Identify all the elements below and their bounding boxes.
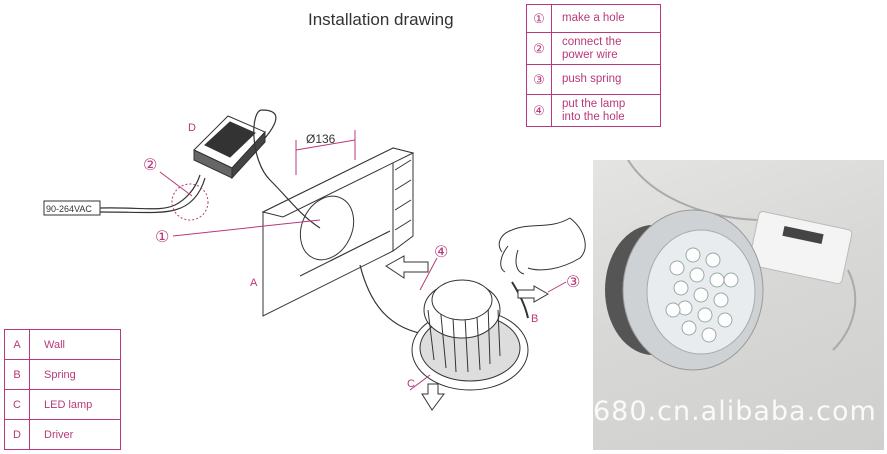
product-photo <box>593 160 884 450</box>
led-lamp <box>411 279 529 391</box>
wall-part-label: A <box>250 277 258 289</box>
lamp-leader-line <box>409 374 431 391</box>
driver <box>193 115 266 180</box>
spring-callout: ③ <box>566 272 580 291</box>
diameter-dimension <box>295 130 356 175</box>
driver-part-label: D <box>188 122 196 134</box>
step-number: ④ <box>526 94 552 127</box>
diagram-title: Installation drawing <box>308 10 454 29</box>
legend-key: B <box>4 359 30 390</box>
insert-callout: ④ <box>434 242 448 261</box>
diameter-label: Ø136 <box>306 132 336 146</box>
voltage-box <box>43 200 101 216</box>
legend-key: C <box>4 389 30 420</box>
wire-connection-highlight <box>171 183 209 221</box>
step-number: ③ <box>526 64 552 95</box>
direction-arrows <box>385 255 550 411</box>
hand-illustration <box>498 217 586 275</box>
spring-part-label: B <box>531 313 538 325</box>
hole <box>299 195 355 261</box>
watermark-text: 680.cn.alibaba.com <box>593 396 877 427</box>
wire-callout: ② <box>143 155 157 174</box>
step-row: ① make a hole <box>526 4 661 33</box>
legend-label: Driver <box>29 419 121 450</box>
callout-leaders <box>159 171 567 293</box>
product-photo-art <box>605 160 857 371</box>
legend-label: Spring <box>29 359 121 390</box>
legend-key: A <box>4 329 30 360</box>
spring-clip <box>511 281 529 319</box>
voltage-label: 90-264VAC <box>46 204 92 214</box>
legend-label: LED lamp <box>29 389 121 420</box>
lamp-part-label: C <box>407 378 415 390</box>
hole-callout: ① <box>155 227 169 246</box>
step-text: make a hole <box>551 4 661 33</box>
legend-key: D <box>4 419 30 450</box>
legend-label: Wall <box>29 329 121 360</box>
